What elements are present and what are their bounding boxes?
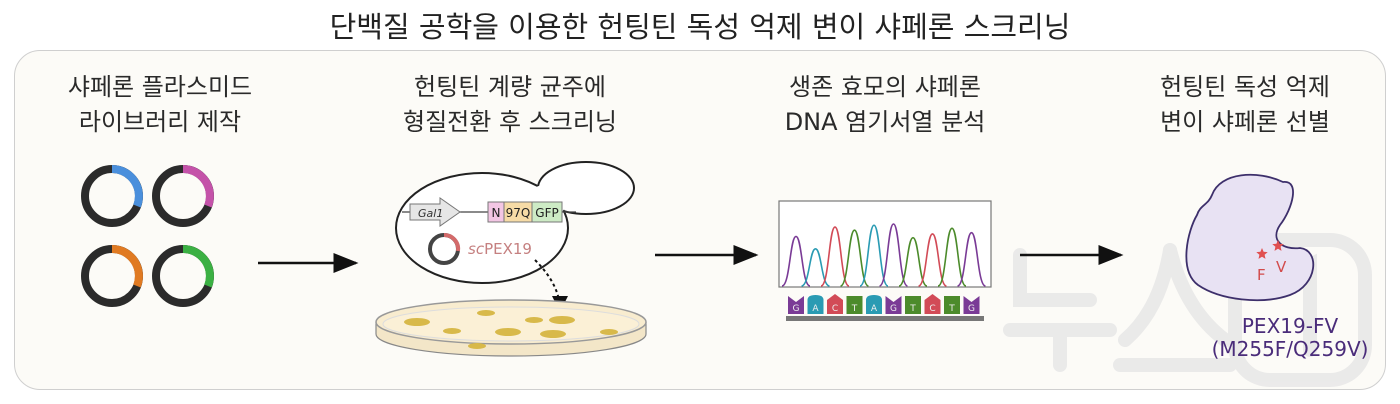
protein-mutations: (M255F/Q259V) (1212, 337, 1369, 361)
base-tile (944, 296, 960, 314)
base-label: C (832, 304, 838, 314)
mutation-label-v: V (1276, 258, 1287, 276)
base-tile (885, 296, 902, 314)
construct-segment-label: GFP (535, 206, 558, 220)
plasmid-label: scPEX19 (468, 240, 532, 258)
plasmid-insert (182, 165, 214, 208)
protein-name: PEX19-FV (1242, 314, 1339, 338)
mutation-label-f: F (1257, 266, 1266, 284)
base-label: T (909, 304, 916, 314)
plasmid-insert (111, 165, 143, 208)
base-tile (807, 295, 824, 314)
chromatogram-peak (859, 224, 889, 287)
chromatogram-peak (898, 236, 928, 287)
chromatogram-peak (878, 223, 909, 287)
step-2-line-1: 헌팅틴 계량 균주에 (414, 73, 606, 101)
base-tile (827, 294, 843, 314)
base-tile (788, 296, 804, 314)
step-3-line-2: DNA 염기서열 분석 (784, 108, 986, 136)
step-1-line-2: 라이브러리 제작 (78, 108, 242, 136)
plasmid-insert (182, 245, 214, 288)
construct-segment (531, 201, 563, 223)
mutation-stars (1256, 240, 1284, 259)
figure-title: 단백질 공학을 이용한 헌팅틴 독성 억제 변이 샤페론 스크리닝 (329, 10, 1071, 44)
chromatogram-peak (937, 227, 967, 287)
chromatogram-peak (781, 235, 811, 287)
step-4-line-1: 헌팅틴 독성 억제 (1160, 73, 1330, 101)
base-label: A (871, 304, 878, 314)
base-label: C (929, 304, 935, 314)
step-4-line-2: 변이 샤페론 선별 (1160, 108, 1330, 136)
step-3-heading: 생존 효모의 샤페론 DNA 염기서열 분석 (725, 70, 1045, 140)
chromatogram-peak (918, 233, 947, 287)
base-label: G (890, 304, 897, 314)
promoter-label: Gal1 (418, 207, 443, 220)
mutation-star-icon (1256, 248, 1268, 259)
base-label: T (948, 304, 955, 314)
plasmid-library (81, 165, 214, 307)
step-1-line-1: 샤페론 플라스미드 (67, 73, 253, 101)
base-tile (905, 296, 921, 314)
construct-segment-label: N (492, 206, 501, 220)
protein-shape: F V PEX19-FV (M255F/Q259V) (1185, 173, 1369, 361)
petri-dish (375, 299, 647, 357)
base-label: G (793, 304, 800, 314)
chromatogram-peak (956, 231, 987, 287)
plasmid-insert (111, 245, 143, 288)
construct-segment-label: 97Q (506, 206, 531, 220)
yeast-cell: Gal1 N 97Q GFP scPEX19 (395, 161, 635, 312)
chromatogram-peak (839, 229, 870, 287)
base-label: T (851, 304, 858, 314)
chromatogram-peak (820, 226, 850, 287)
step-3-line-1: 생존 효모의 샤페론 (789, 73, 981, 101)
dashed-arrow (534, 259, 568, 312)
base-label: A (812, 304, 819, 314)
base-tile (866, 295, 882, 314)
base-tile (846, 296, 863, 314)
base-label: G (968, 304, 975, 314)
base-tile (924, 294, 941, 314)
mutation-star-icon (1272, 240, 1284, 251)
diagram-panel (14, 50, 1386, 390)
step-2-line-2: 형질전환 후 스크리닝 (403, 108, 617, 136)
chromatogram-peak (801, 247, 830, 287)
base-tile (963, 296, 980, 314)
